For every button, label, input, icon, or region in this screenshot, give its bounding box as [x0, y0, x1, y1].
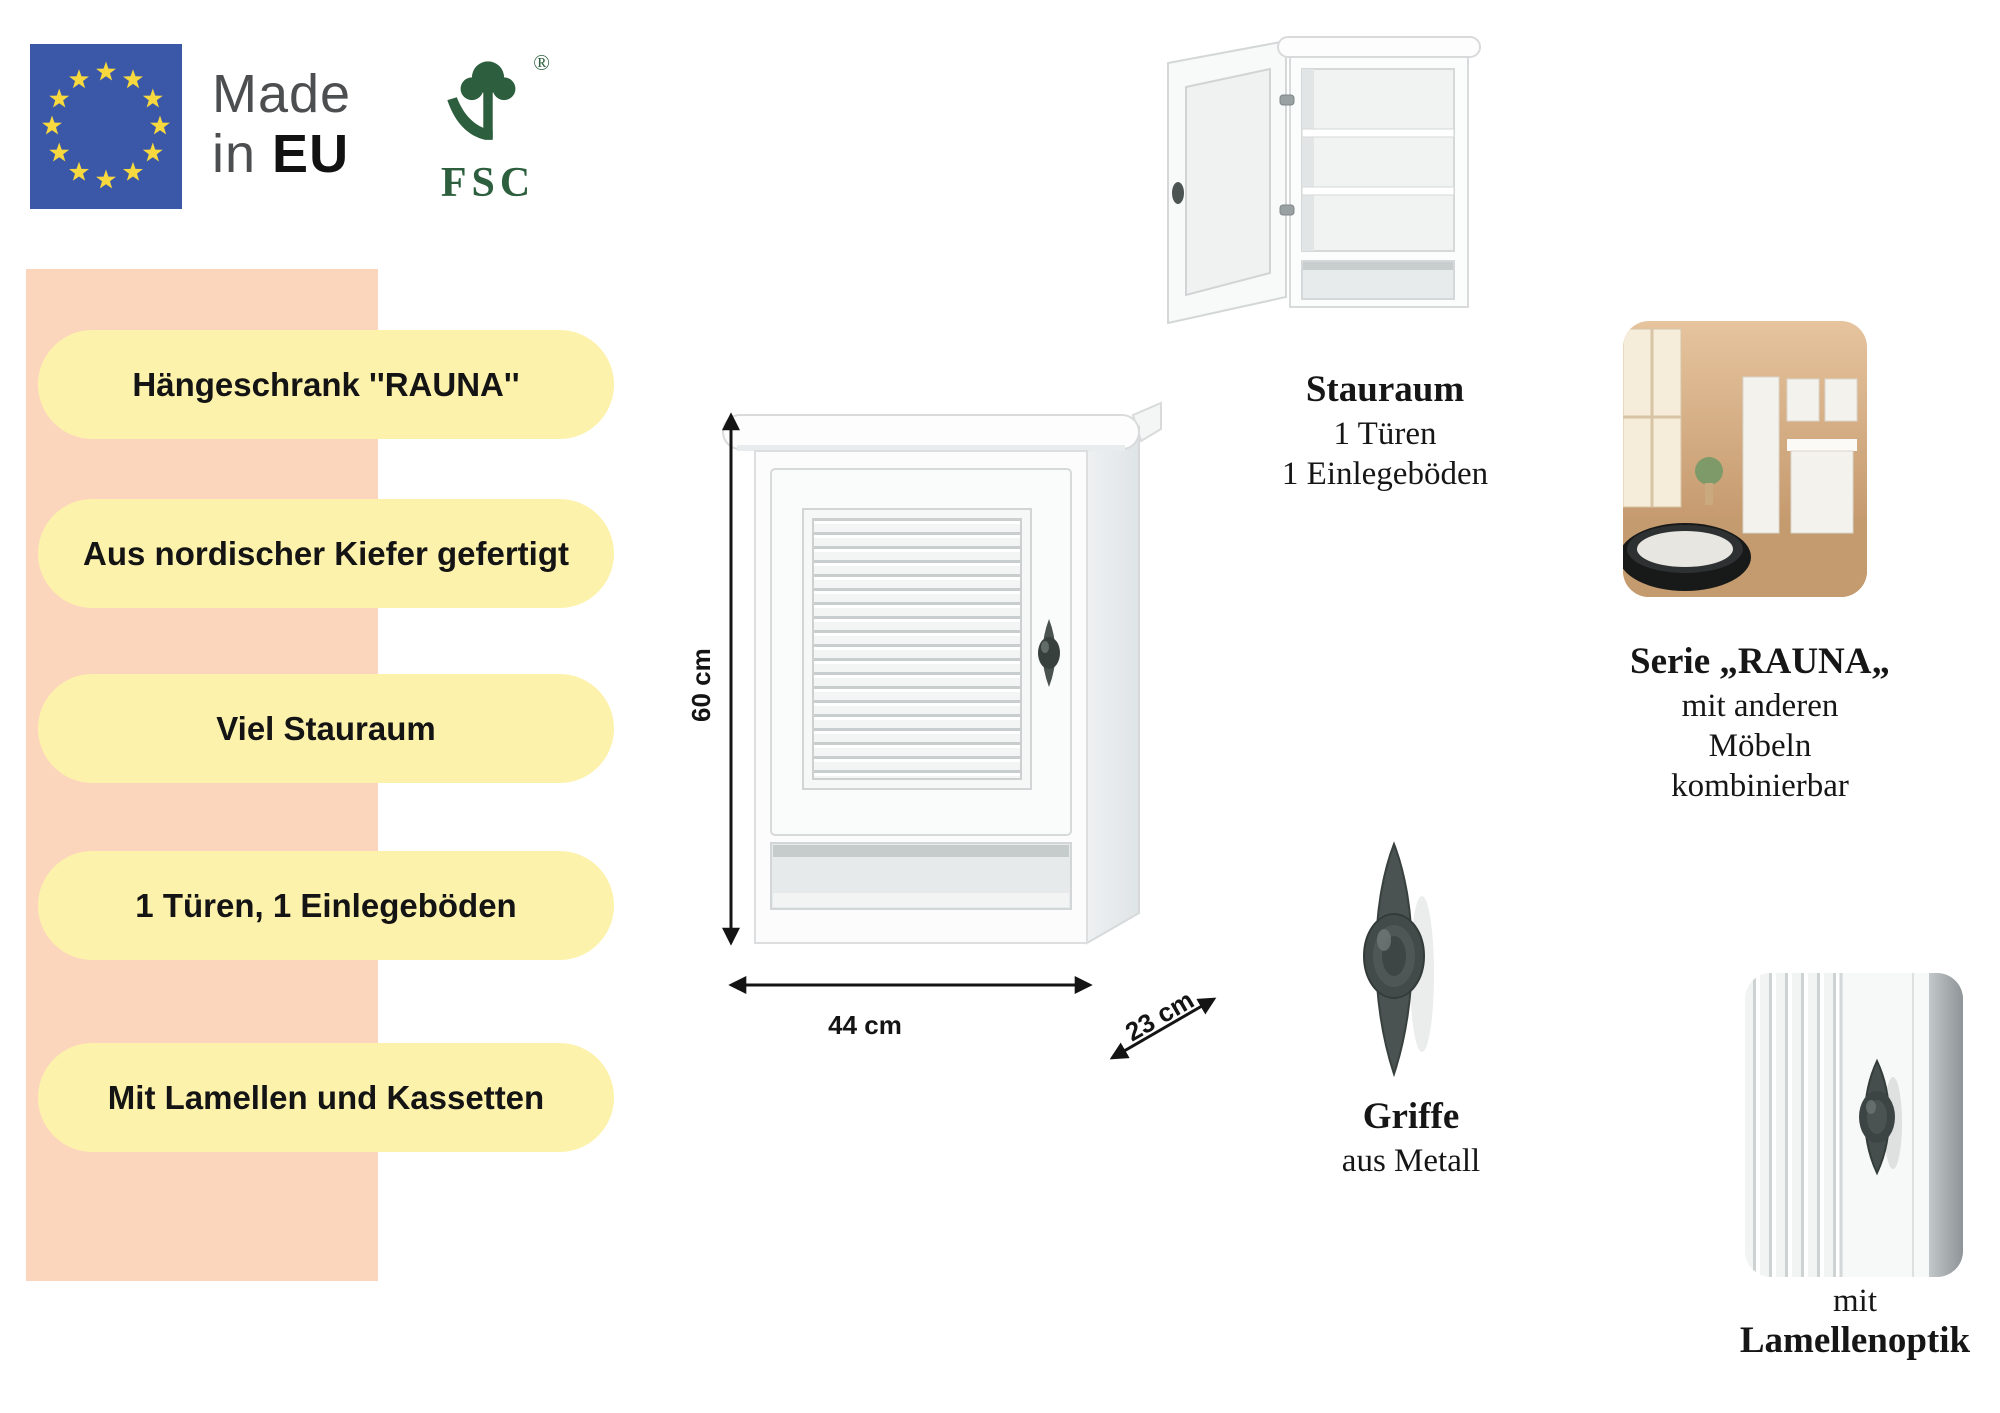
feature-pill: 1 Türen, 1 Einlegeböden	[38, 851, 614, 960]
serie-line: Möbeln	[1708, 727, 1812, 764]
shelf	[1301, 186, 1455, 196]
serie-title: Serie „RAUNA„	[1630, 641, 1890, 682]
eu-word: EU	[272, 124, 350, 185]
feature-pill: Aus nordischer Kiefer gefertigt	[38, 499, 614, 608]
shelf	[1301, 128, 1455, 138]
caption-serie: Serie „RAUNA„ mit anderen Möbeln kombini…	[1610, 640, 1910, 805]
depth-dimension-label: 23 cm	[1120, 984, 1199, 1047]
stauraum-line: 1 Einlegeböden	[1281, 455, 1489, 492]
plant	[1695, 457, 1723, 485]
fsc-tree-icon	[447, 61, 516, 140]
made-in-eu-label: Made in EU	[212, 64, 351, 185]
fsc-registered-mark: ®	[533, 50, 550, 75]
bathroom-furniture	[1742, 376, 1858, 534]
feature-text: Mit Lamellen und Kassetten	[107, 1078, 545, 1116]
metal-handle-photo	[1363, 841, 1434, 1078]
serie-line: mit anderen	[1681, 687, 1839, 724]
stauraum-title: Stauraum	[1305, 369, 1465, 410]
feature-text: 1 Türen, 1 Einlegeböden	[135, 886, 517, 924]
depth-dimension-line	[1109, 997, 1217, 1060]
serie-line: kombinierbar	[1671, 768, 1849, 805]
made-word: Made	[212, 64, 352, 124]
open-cabinet-photo	[1167, 36, 1481, 325]
feature-text: Hängeschrank ''RAUNA''	[132, 365, 520, 403]
stauraum-line: 1 Türen	[1333, 415, 1437, 452]
lamellen-pre: mit	[1832, 1283, 1877, 1319]
open-shelf	[770, 842, 1072, 910]
feature-pill: Hängeschrank ''RAUNA''	[38, 330, 614, 439]
griffe-title: Griffe	[1362, 1096, 1460, 1137]
detail-handle-icon	[1859, 1058, 1902, 1176]
louver-panel	[812, 518, 1022, 780]
caption-stauraum: Stauraum 1 Türen 1 Einlegeböden	[1220, 368, 1550, 492]
feature-pill: Viel Stauraum	[38, 674, 614, 783]
caption-griffe: Griffe aus Metall	[1300, 1095, 1522, 1179]
dimensions-overlay: 60 cm 44 cm 23 cm	[686, 412, 1217, 1060]
feature-pill: Mit Lamellen und Kassetten	[38, 1043, 614, 1152]
griffe-line: aus Metall	[1341, 1142, 1481, 1179]
bathtub	[1623, 523, 1751, 591]
in-word: in	[212, 124, 257, 185]
fsc-label: FSC	[440, 160, 536, 206]
feature-text: Aus nordischer Kiefer gefertigt	[83, 534, 569, 572]
main-cabinet-photo	[722, 401, 1162, 945]
louver-detail-photo	[1745, 973, 1963, 1277]
door-handle-icon	[1172, 182, 1184, 204]
fsc-logo: ® FSC	[420, 50, 556, 207]
lamellen-title: Lamellenoptik	[1739, 1320, 1971, 1362]
caption-lamellen: mit Lamellenoptik	[1735, 1283, 1975, 1363]
hinge-icon	[1279, 94, 1295, 216]
cabinet-interior	[1301, 68, 1455, 252]
feature-text: Viel Stauraum	[216, 709, 436, 747]
height-dimension-label: 60 cm	[686, 648, 716, 722]
louver-slats	[1745, 973, 1841, 1277]
bathroom-series-photo	[1623, 321, 1867, 597]
eu-flag-icon	[30, 44, 182, 209]
width-dimension-label: 44 cm	[828, 1010, 902, 1040]
cabinet-handle-icon	[1038, 619, 1060, 687]
